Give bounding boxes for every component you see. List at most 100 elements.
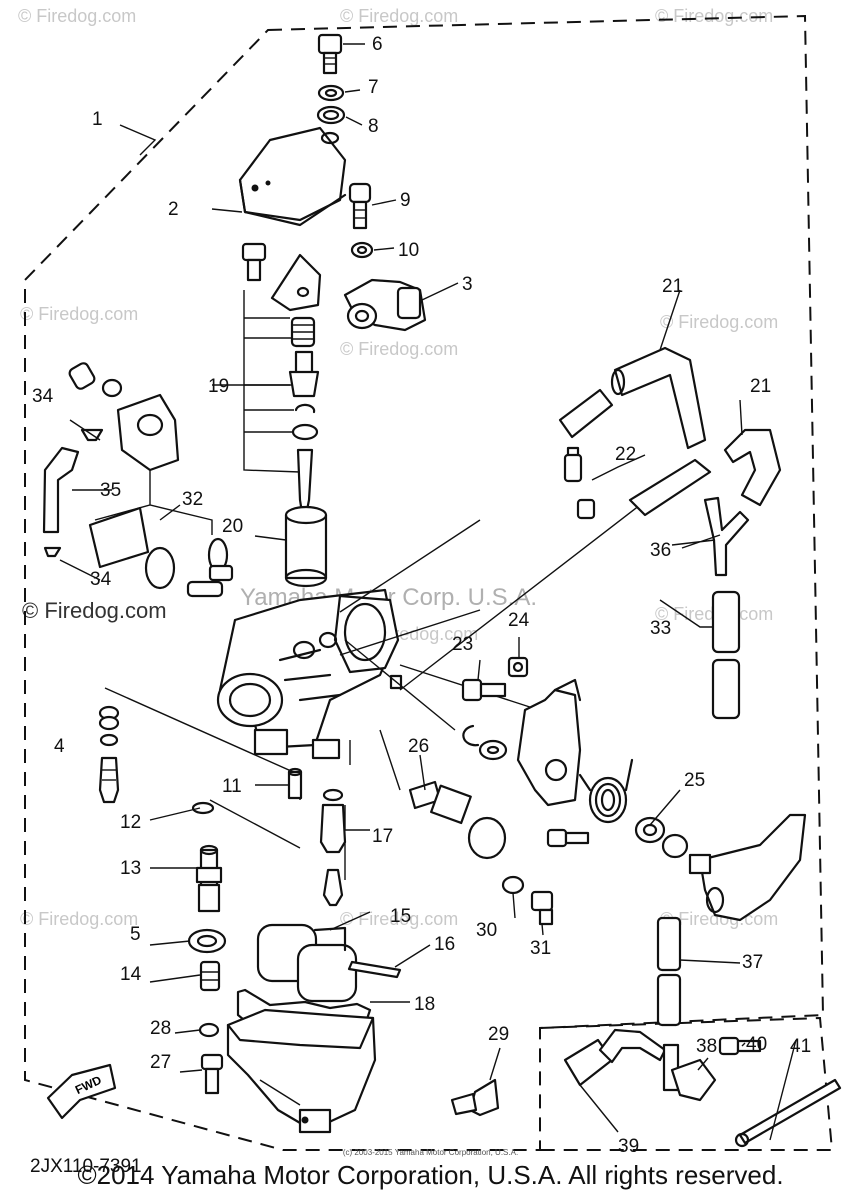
- needle-holder-19: [288, 350, 320, 398]
- leader-lines: [59, 43, 797, 1141]
- part-labels: 1 2 3 4 5 6 7 8 9 10 11 12 13 14 15 16 1…: [30, 34, 811, 1177]
- hose-35: [42, 446, 80, 534]
- screw-lever: [546, 828, 590, 848]
- bracket-screw: [241, 242, 267, 282]
- choke-plunger-32: [88, 506, 234, 598]
- washer-7: [317, 84, 345, 102]
- o-ring-12: [191, 801, 215, 815]
- hose-39: [563, 1028, 667, 1087]
- part-label-7: 7: [368, 77, 379, 98]
- part-label-24: 24: [508, 610, 530, 631]
- vent-pipe-right: [628, 458, 712, 517]
- part-label-11: 11: [222, 776, 242, 797]
- watermark: © Firedog.com: [660, 312, 778, 332]
- part-label-19: 19: [208, 376, 229, 397]
- cap-2: [238, 126, 347, 227]
- part-label-31: 31: [530, 938, 551, 959]
- figure-code: 2JX110-7391: [30, 1156, 142, 1177]
- part-label-3: 3: [462, 274, 473, 295]
- screw-31: [530, 890, 554, 926]
- washer-10: [350, 241, 374, 259]
- part-label-27: 27: [150, 1052, 171, 1073]
- pilot-screw-set-4: [98, 705, 120, 804]
- valve-seat-17: [319, 788, 347, 854]
- part-label-35: 35: [100, 480, 121, 501]
- e-clip: [462, 724, 480, 747]
- hose-21-right: [723, 428, 782, 507]
- needle-valve-17: [322, 868, 344, 907]
- clip-34-bottom: [43, 546, 62, 558]
- part-label-32: 32: [182, 489, 203, 510]
- pilot-jet-11: [287, 767, 303, 800]
- hose-21-left: [610, 346, 707, 450]
- washer-19: [291, 423, 319, 441]
- drain-screw-29: [450, 1078, 500, 1117]
- part-label-12: 12: [120, 812, 141, 833]
- part-label-1: 1: [92, 109, 103, 130]
- part-label-40: 40: [746, 1034, 767, 1055]
- watermark: © Firedog.com: [340, 339, 458, 359]
- part-label-13: 13: [120, 858, 141, 879]
- part-label-21b: 21: [750, 376, 771, 397]
- needle-holder-plate: [270, 253, 322, 312]
- part-label-21a: 21: [662, 276, 683, 297]
- part-label-14: 14: [120, 964, 142, 985]
- part-label-2: 2: [168, 199, 179, 220]
- part-label-33: 33: [650, 618, 671, 639]
- fwd-arrow: FWD: [46, 1063, 117, 1120]
- part-label-36: 36: [650, 540, 671, 561]
- float-15: [256, 923, 358, 1003]
- fine-print: (c) 2003-2015 Yamaha Motor Corporation, …: [342, 1148, 519, 1157]
- watermark: © Firedog.com: [20, 909, 138, 929]
- part-label-5: 5: [130, 924, 141, 945]
- part-label-6: 6: [372, 34, 383, 55]
- washer-25b: [661, 833, 689, 859]
- choke-body: [68, 362, 180, 472]
- part-label-34b: 34: [90, 569, 112, 590]
- part-label-10: 10: [398, 240, 419, 261]
- washer-30: [501, 875, 525, 895]
- part-label-22: 22: [615, 444, 636, 465]
- washer-throttle: [478, 739, 508, 761]
- washer-25a: [634, 816, 666, 844]
- part-label-18: 18: [414, 994, 435, 1015]
- float-pin-16: [347, 960, 402, 979]
- part-label-25: 25: [684, 770, 705, 791]
- hose-37: [656, 916, 682, 1027]
- watermark: © Firedog.com: [340, 909, 458, 929]
- part-label-8: 8: [368, 116, 379, 137]
- throttle-bracket: [516, 678, 582, 807]
- throttle-valve-20: [284, 505, 328, 588]
- screw-27: [200, 1053, 224, 1095]
- part-label-41: 41: [790, 1036, 811, 1057]
- washer-28: [198, 1022, 220, 1038]
- part-label-9: 9: [400, 190, 411, 211]
- fitting-22: [563, 446, 596, 520]
- joint-36: [703, 496, 750, 577]
- part-label-17: 17: [372, 826, 393, 847]
- part-label-16: 16: [434, 934, 455, 955]
- part-label-23: 23: [452, 634, 473, 655]
- clip-34-top: [80, 428, 104, 442]
- vent-pipe-left: [558, 388, 614, 439]
- joint-38: [662, 1043, 717, 1102]
- main-jet-14: [199, 960, 221, 992]
- part-label-29: 29: [488, 1024, 509, 1045]
- part-label-4: 4: [54, 736, 65, 757]
- firedog-logo: © Firedog.com: [22, 598, 167, 623]
- part-label-20: 20: [222, 516, 243, 537]
- float-chamber: [226, 1008, 377, 1134]
- carburetor-body: [216, 588, 403, 760]
- bolt-40: [718, 1036, 762, 1056]
- part-label-30: 30: [476, 920, 497, 941]
- part-label-37: 37: [742, 952, 763, 973]
- part-label-15: 15: [390, 906, 411, 927]
- o-ring-8: [316, 105, 346, 125]
- watermark: © Firedog.com: [655, 6, 773, 26]
- screw-23: [461, 678, 507, 702]
- part-label-39: 39: [618, 1136, 639, 1157]
- choke-bracket-line: [94, 470, 213, 535]
- watermark: © Firedog.com: [18, 6, 136, 26]
- part-label-34a: 34: [32, 386, 54, 407]
